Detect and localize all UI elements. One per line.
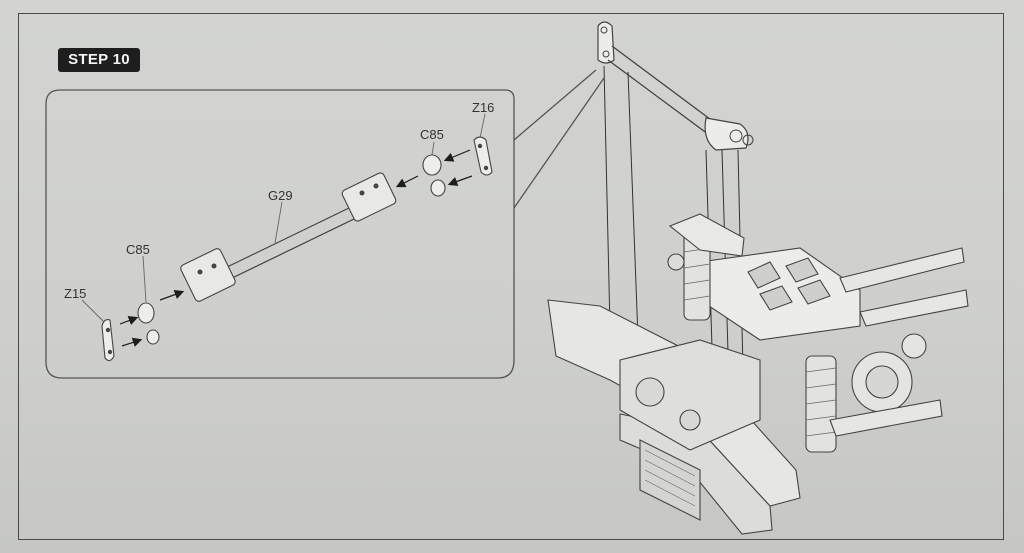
label-c85-left: C85 [126, 242, 150, 257]
chassis-illustration [547, 213, 969, 535]
label-z15: Z15 [64, 286, 86, 301]
exploded-view: Z16 C85 G29 C85 Z15 [64, 100, 494, 362]
c85-right-part [422, 154, 446, 197]
label-g29: G29 [268, 188, 293, 203]
label-leaders [81, 113, 486, 323]
c85-left-part [137, 302, 160, 345]
step-badge: STEP 10 [58, 48, 140, 72]
label-z16: Z16 [472, 100, 494, 115]
assembly-arrows [119, 149, 473, 347]
z16-part [473, 136, 493, 176]
g29-tube [180, 172, 397, 302]
sheet-frame [18, 13, 1004, 540]
label-c85-right: C85 [420, 127, 444, 142]
upper-strut [597, 21, 754, 151]
detail-callout-box [45, 69, 605, 379]
z15-part [101, 319, 115, 362]
